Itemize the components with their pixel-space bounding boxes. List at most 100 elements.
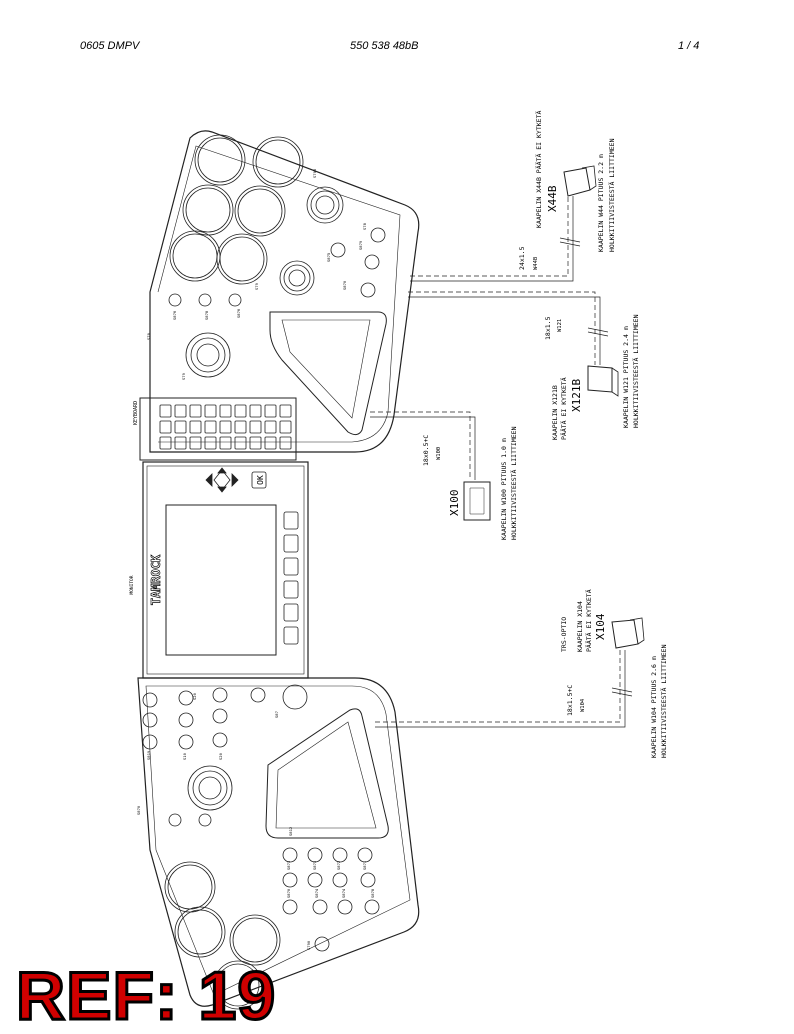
keyboard-key — [159, 436, 172, 450]
switch-label: S790 — [306, 940, 311, 950]
keyboard-key — [234, 420, 247, 434]
note-w100-gland: HOLKKITIIVISTEESTÄ LIITTIMEEN — [509, 426, 518, 540]
keyboard-label: KEYBOARD — [133, 401, 139, 425]
cable-spec-w100: 18x0.5+C — [422, 435, 430, 466]
reference-label: REF: 19 — [14, 958, 277, 1034]
hand-rest-lower — [265, 708, 389, 839]
monitor — [142, 461, 309, 679]
hand-rest-upper — [269, 311, 387, 436]
brand-logo: TAMROCK — [149, 554, 163, 605]
keyboard-key — [279, 420, 292, 434]
upper-switches — [168, 227, 386, 307]
joystick-upper-left — [185, 332, 231, 378]
note-x121b-not-connected: PÄÄTÄ EI KYTKETÄ — [559, 377, 568, 440]
wire-id-w121: W121 — [557, 319, 563, 332]
keyboard-key — [174, 436, 187, 450]
keyboard-key — [219, 420, 232, 434]
keyboard-key — [249, 420, 262, 434]
keyboard-key — [264, 404, 277, 418]
emergency-stop-lower — [282, 684, 308, 710]
keyboard-key — [189, 436, 202, 450]
keyboard-key — [279, 436, 292, 450]
switch-label: S873 — [312, 861, 317, 870]
cable-spec-w104: 18x1.5+C — [566, 685, 574, 716]
switch-label: S78 — [362, 222, 367, 230]
switch-label: S812 — [288, 827, 293, 836]
switch-label: S819 — [146, 750, 151, 760]
keyboard-key — [264, 420, 277, 434]
keyboard-key — [159, 420, 172, 434]
cable-spec-w44b: 24x1.5 — [518, 246, 526, 270]
joystick-upper-right — [306, 186, 344, 224]
keyboard-key — [174, 404, 187, 418]
switch-label: S870 — [286, 888, 291, 898]
keyboard-key — [204, 436, 217, 450]
header-doc-code: 0605 DMPV — [80, 40, 140, 52]
connector-label-x44b: X44B — [546, 185, 559, 212]
switch-label: S20 — [218, 752, 223, 760]
gauge-cluster-upper — [169, 134, 304, 285]
keyboard-key — [219, 436, 232, 450]
wire-id-w104: W104 — [580, 698, 586, 712]
header-page-number: 1 / 4 — [678, 40, 700, 52]
keyboard-key — [234, 436, 247, 450]
switch-label: S10 — [182, 752, 187, 760]
note-x121b: KAAPELIN X121B — [551, 385, 559, 440]
note-w121-length: KAAPELIN W121 PITUUS 2.4 m — [622, 326, 630, 428]
switch-label: S874 — [314, 888, 319, 898]
keyboard-key — [279, 404, 292, 418]
connector-x104 — [611, 617, 645, 649]
header-part-number: 550 538 48bB — [350, 40, 419, 52]
lower-control-panel — [137, 677, 420, 1010]
note-x104: KAAPELIN X104 — [576, 601, 584, 652]
lower-switch-row-b — [168, 813, 380, 952]
ok-button-label: OK — [256, 475, 265, 485]
keyboard-key — [204, 404, 217, 418]
lower-switch-row-a — [142, 687, 266, 750]
note-w104-gland: HOLKKITIIVISTEESTÄ LIITTIMEEN — [659, 644, 668, 758]
switch-label: S876 — [236, 308, 241, 318]
keyboard-key — [249, 404, 262, 418]
connector-label-x104: X104 — [594, 613, 607, 640]
gauge-cluster-lower — [164, 861, 281, 1010]
monitor-label: MONITOR — [129, 575, 135, 594]
keyboard-key — [189, 420, 202, 434]
keyboard — [139, 397, 297, 461]
switch-label: S878 — [370, 888, 375, 898]
switch-label: S87 — [274, 711, 279, 718]
connector-x100 — [463, 481, 491, 521]
note-x44b-not-connected: KAAPELIN X44B PÄÄTÄ EI KYTKETÄ — [534, 111, 543, 228]
connector-label-x100: X100 — [448, 490, 461, 517]
connector-x121b — [587, 365, 619, 397]
trs-option-label: TRS-OPTIO — [560, 617, 568, 652]
switch-label: S872 — [336, 861, 341, 870]
connector-label-x121b: X121B — [570, 379, 583, 412]
note-w100-length: KAAPELIN W100 PITUUS 1.0 m — [500, 438, 508, 540]
note-x104-not-connected: PÄÄTÄ EI KYTKETÄ — [584, 589, 593, 652]
switch-label: S875 — [326, 253, 331, 262]
keyboard-key — [234, 404, 247, 418]
switch-label: S879 — [358, 240, 363, 250]
switch-label: S876 — [172, 310, 177, 320]
switch-label: S20 — [192, 692, 197, 700]
note-w44-length: KAAPELIN W44 PITUUS 2.2 m — [597, 154, 605, 252]
note-w104-length: KAAPELIN W104 PITUUS 2.6 m — [650, 656, 658, 758]
switch-label: S871 — [362, 860, 367, 870]
keyboard-key — [174, 420, 187, 434]
connector-x44b — [563, 165, 597, 197]
keyboard-key — [264, 436, 277, 450]
switch-label: S79 — [181, 372, 186, 380]
joystick-upper-middle — [279, 260, 315, 296]
joystick-lower — [187, 765, 233, 811]
switch-label: S874 — [341, 888, 346, 898]
keyboard-key — [249, 436, 262, 450]
keyboard-key — [189, 404, 202, 418]
switch-label: S873 — [286, 861, 291, 870]
keyboard-key — [204, 420, 217, 434]
keyboard-key — [219, 404, 232, 418]
keyboard-key — [159, 404, 172, 418]
switch-label: S70 — [146, 332, 151, 340]
